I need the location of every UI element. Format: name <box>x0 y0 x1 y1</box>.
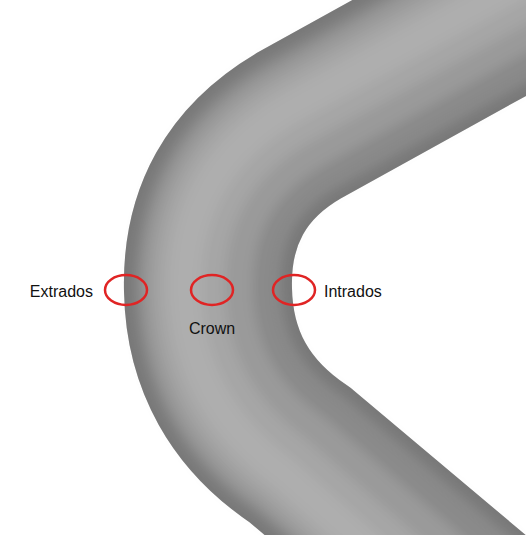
marker-circle <box>105 275 147 305</box>
marker-circle <box>273 275 315 305</box>
part-label: Intrados <box>324 282 382 301</box>
marker-circle <box>191 275 233 305</box>
marker-circles <box>105 275 315 305</box>
pipe-body <box>185 0 526 535</box>
part-label: Crown <box>189 319 235 338</box>
part-label: Extrados <box>30 282 93 301</box>
